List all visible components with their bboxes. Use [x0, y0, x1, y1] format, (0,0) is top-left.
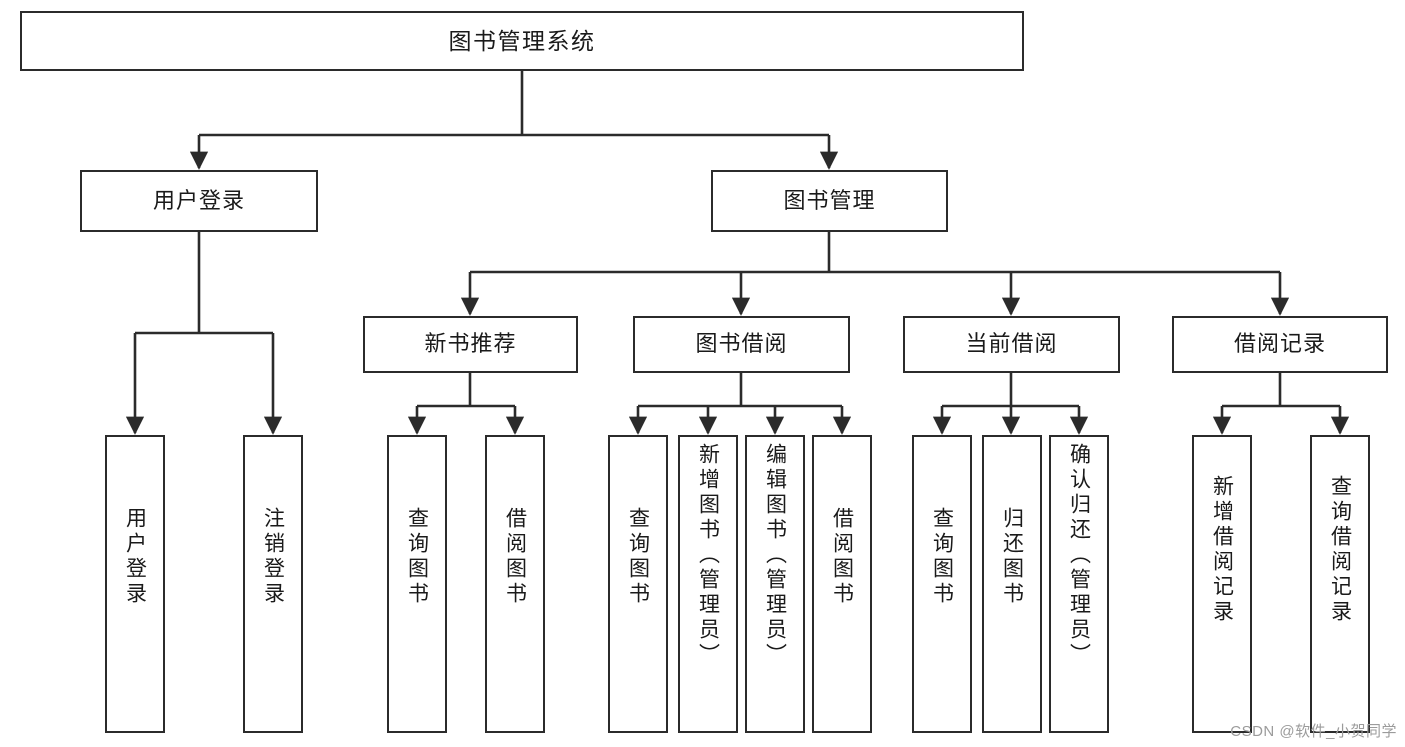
- node-label: 图书管理系统: [448, 27, 596, 54]
- node-label: 借阅图书: [503, 507, 527, 607]
- node-label: 编辑图书（管理员）: [763, 443, 787, 668]
- watermark: CSDN @软件_小贺同学: [1230, 723, 1397, 740]
- leaf-book-borrow-add-book-admin[interactable]: 新增图书（管理员）: [678, 435, 738, 733]
- node-user-login[interactable]: 用户登录: [80, 170, 318, 232]
- node-label: 归还图书: [1000, 507, 1024, 607]
- node-new-book-recommend[interactable]: 新书推荐: [363, 316, 578, 373]
- node-book-management[interactable]: 图书管理: [711, 170, 948, 232]
- node-label: 注销登录: [261, 507, 285, 607]
- leaf-borrow-record-query-record[interactable]: 查询借阅记录: [1310, 435, 1370, 733]
- leaf-user-login-login[interactable]: 用户登录: [105, 435, 165, 733]
- node-label: 新书推荐: [424, 331, 517, 357]
- node-label: 查询图书: [405, 507, 429, 607]
- leaf-book-borrow-borrow-book[interactable]: 借阅图书: [812, 435, 872, 733]
- leaf-new-book-query-book[interactable]: 查询图书: [387, 435, 447, 733]
- node-label: 图书管理: [783, 187, 876, 213]
- leaf-user-login-logout[interactable]: 注销登录: [243, 435, 303, 733]
- node-label: 查询图书: [626, 507, 650, 607]
- node-label: 当前借阅: [965, 331, 1058, 357]
- leaf-book-borrow-query-book[interactable]: 查询图书: [608, 435, 668, 733]
- node-label: 新增图书（管理员）: [696, 443, 720, 668]
- node-label: 查询借阅记录: [1328, 475, 1352, 625]
- node-root-book-management-system[interactable]: 图书管理系统: [20, 11, 1024, 71]
- leaf-current-borrow-confirm-return-admin[interactable]: 确认归还（管理员）: [1049, 435, 1109, 733]
- leaf-new-book-borrow-book[interactable]: 借阅图书: [485, 435, 545, 733]
- node-current-borrow[interactable]: 当前借阅: [903, 316, 1120, 373]
- node-label: 用户登录: [152, 187, 245, 213]
- node-label: 借阅记录: [1233, 331, 1326, 357]
- node-label: 借阅图书: [830, 507, 854, 607]
- node-label: 确认归还（管理员）: [1067, 443, 1091, 668]
- leaf-current-borrow-return-book[interactable]: 归还图书: [982, 435, 1042, 733]
- node-book-borrow[interactable]: 图书借阅: [633, 316, 850, 373]
- node-borrow-record[interactable]: 借阅记录: [1172, 316, 1388, 373]
- node-label: 图书借阅: [695, 331, 788, 357]
- node-label: 用户登录: [123, 507, 147, 607]
- leaf-book-borrow-edit-book-admin[interactable]: 编辑图书（管理员）: [745, 435, 805, 733]
- node-label: 查询图书: [930, 507, 954, 607]
- leaf-current-borrow-query-book[interactable]: 查询图书: [912, 435, 972, 733]
- node-label: 新增借阅记录: [1210, 475, 1234, 625]
- leaf-borrow-record-add-record[interactable]: 新增借阅记录: [1192, 435, 1252, 733]
